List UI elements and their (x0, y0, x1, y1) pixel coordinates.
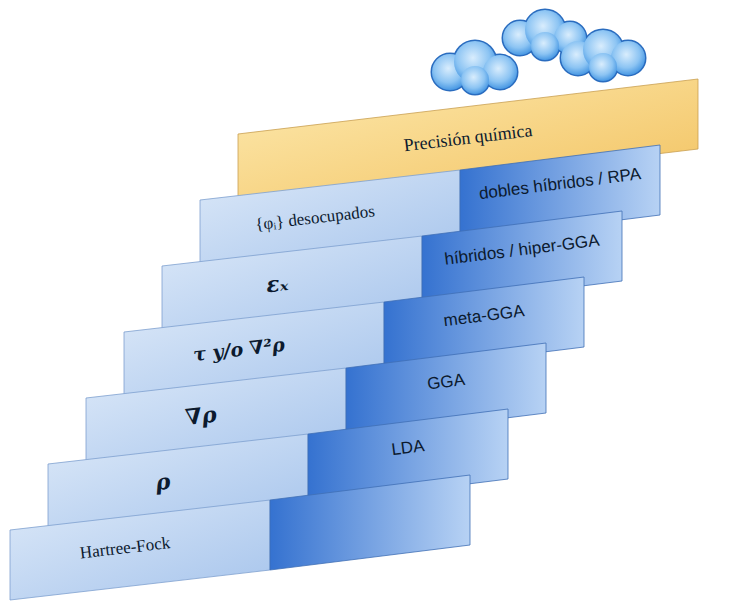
rung-name: LDA (390, 436, 425, 459)
step-box: Hartree-Fock (10, 470, 470, 600)
cloud-outline (432, 10, 645, 94)
step-face (10, 500, 270, 600)
step-face (270, 475, 470, 570)
step-shape (10, 470, 470, 600)
rung-symbol: ρ (154, 469, 171, 496)
cloud-fill (432, 10, 645, 94)
rung-symbol: ∇ρ (184, 402, 218, 431)
rung-symbol: εₓ (265, 270, 289, 298)
